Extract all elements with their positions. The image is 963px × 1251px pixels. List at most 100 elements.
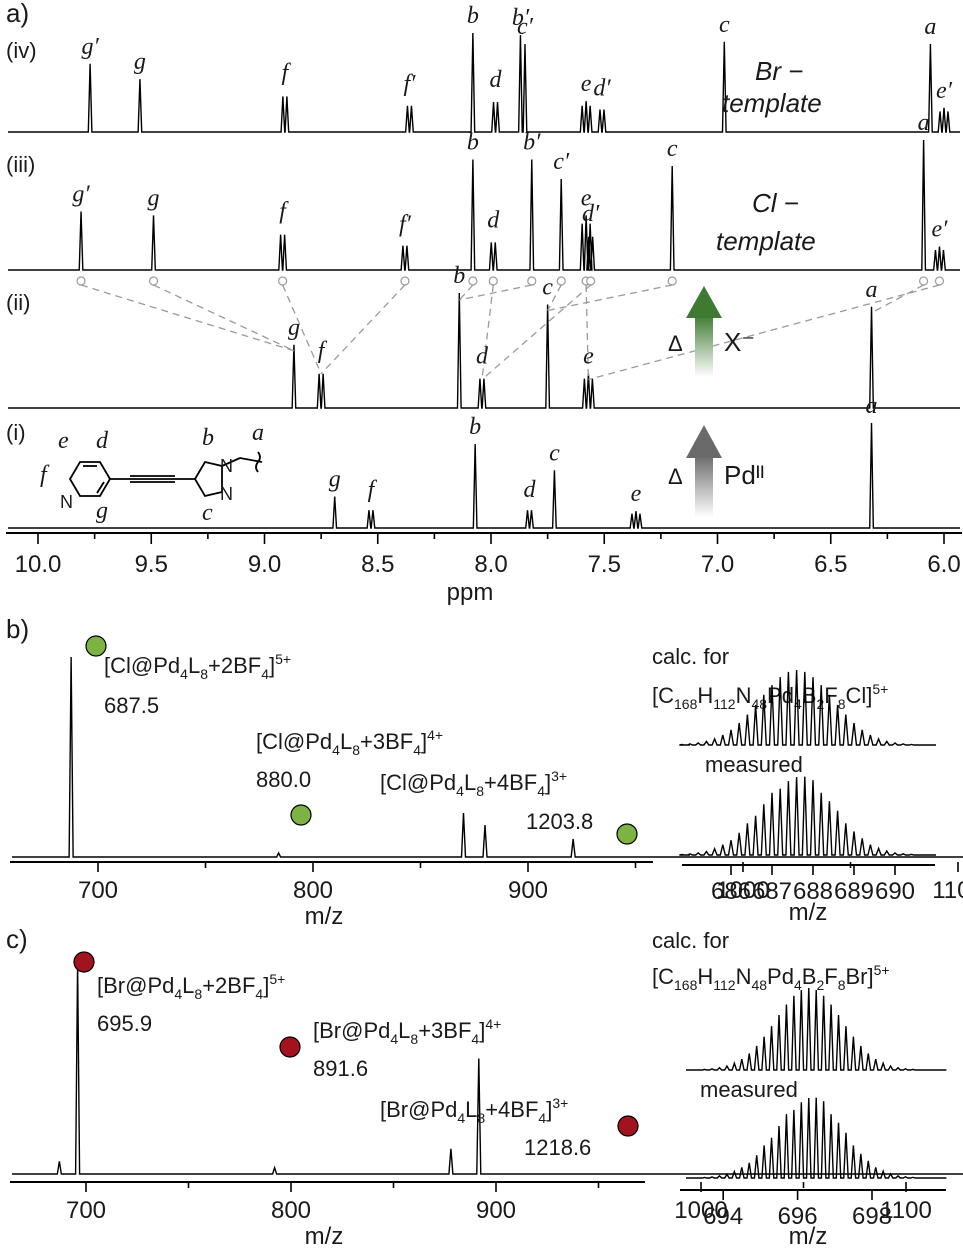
msb-inset-ticks-label-3: 689 <box>834 878 874 905</box>
msc-ticks-label-1: 800 <box>271 1197 311 1224</box>
msc-formula: [C168H112N48Pd4B2F8Br]5+ <box>652 962 890 993</box>
msc-marker-2 <box>279 1036 301 1058</box>
msb-inset-ticks-label-1: 687 <box>752 878 792 905</box>
nmr-peak-label-2-1: f <box>318 338 328 364</box>
nmr-peak-label-1-8: e <box>581 185 592 211</box>
nmr-guide-ring-5 <box>488 276 498 286</box>
ms-b-panel: b) 700800900100011001200 m/z [Cl@Pd4L8+2… <box>6 614 963 930</box>
nmr-guide-line-11 <box>871 284 924 314</box>
nmr-peak-label-1-12: e′ <box>932 217 949 243</box>
nmr-peak-label-0-1: g <box>134 49 146 75</box>
arrow-pd-shaft <box>695 455 713 517</box>
nmr-guide-ring-7 <box>556 276 566 286</box>
nmr-peak-label-0-12: e′ <box>936 78 953 104</box>
nmr-tick-label-8: 6.0 <box>927 551 960 578</box>
msc-inset-measured <box>686 1097 947 1179</box>
cl-template-label-line2: template <box>716 226 816 256</box>
pyridine-ring <box>68 461 112 497</box>
nmr-guide-line-3 <box>320 284 406 375</box>
nmr-guide-line-2 <box>282 284 322 375</box>
msb-ion-1-value: 687.5 <box>104 693 159 718</box>
msb-inset-calc-trace <box>679 669 936 746</box>
msb-ion-1: [Cl@Pd4L8+2BF4]5+ <box>104 651 291 682</box>
msc-inset-ticks-label-2: 698 <box>852 1203 892 1230</box>
nmr-guide-ring-9 <box>586 276 596 286</box>
msc-calc-label: calc. for <box>652 928 729 953</box>
msb-inset-ticks-label-4: 690 <box>875 878 915 905</box>
nmr-peak-label-3-2: b <box>469 414 481 440</box>
msc-inset-ticks-label-0: 694 <box>703 1203 743 1230</box>
msb-inset-measured <box>679 776 936 856</box>
nmr-peak-label-0-6: b′ <box>512 5 530 31</box>
nmr-peak-label-1-7: c′ <box>553 149 570 175</box>
msb-ticks-label-0: 700 <box>78 877 118 904</box>
nmr-tick-label-7: 6.5 <box>814 551 847 578</box>
delta-x-symbol: Δ <box>668 331 683 356</box>
nmr-peak-label-1-9: d′ <box>582 201 600 227</box>
msb-marker-3 <box>616 823 638 845</box>
msb-ion-2: [Cl@Pd4L8+3BF4]4+ <box>256 727 443 758</box>
struct-letter-f: f <box>40 462 50 488</box>
arrow-pd-head <box>686 425 722 458</box>
msb-marker-1 <box>85 635 107 657</box>
msc-inset-axis-title: m/z <box>789 1223 828 1250</box>
msc-ticks-label-3: 1000 <box>674 1197 727 1224</box>
msc-ion-3: [Br@Pd4L8+4BF4]3+ <box>380 1095 568 1126</box>
msc-ion-1: [Br@Pd4L8+2BF4]5+ <box>97 971 285 1002</box>
msc-inset-ticks-label-1: 696 <box>778 1203 818 1230</box>
msb-ion-2-value: 880.0 <box>256 767 311 792</box>
msc-spectrum-trace <box>12 963 963 1175</box>
msc-ion-1-value: 695.9 <box>97 1011 152 1036</box>
nmr-peak-label-2-2: b <box>453 263 465 289</box>
nmr-peak-label-0-9: d′ <box>593 76 611 102</box>
nmr-guide-line-12 <box>588 284 940 381</box>
nmr-tick-label-6: 7.0 <box>701 551 734 578</box>
nmr-guide-line-4 <box>458 284 474 301</box>
arrow-pd-up <box>686 425 722 517</box>
msb-measured-label: measured <box>705 752 803 777</box>
nmr-trace-3 <box>8 422 960 529</box>
nmr-peak-label-0-4: b <box>467 3 479 29</box>
struct-letter-b: b <box>202 425 214 451</box>
ms-c-panel: c) 700800900100011001200 m/z [Br@Pd4L8+2… <box>6 924 963 1250</box>
nmr-peak-label-2-6: a <box>866 277 878 303</box>
msb-ticks-label-1: 800 <box>293 877 333 904</box>
trace-label-iv: (iv) <box>6 38 37 63</box>
nmr-tick-label-4: 8.0 <box>474 551 507 578</box>
nmr-guide-ring-6 <box>527 276 537 286</box>
nmr-spectra <box>8 32 960 529</box>
nmr-peak-label-0-10: c <box>719 12 730 38</box>
struct-letter-n1: N <box>220 456 233 476</box>
struct-letter-n-pyridine: N <box>60 492 73 512</box>
nmr-tick-label-1: 9.5 <box>135 551 168 578</box>
struct-letter-g: g <box>96 498 108 524</box>
nmr-peak-label-3-6: a <box>866 393 878 419</box>
nmr-guide-ring-0 <box>76 276 86 286</box>
br-template-label-line1: Br − <box>755 56 803 86</box>
nmr-peak-label-1-3: f′ <box>399 211 412 237</box>
struct-letter-c: c <box>202 500 213 526</box>
nmr-peak-label-0-8: e <box>581 71 592 97</box>
nmr-peak-label-0-5: d <box>490 67 503 93</box>
nmr-guide-line-7 <box>547 284 562 311</box>
nmr-peak-label-1-1: g <box>148 185 160 211</box>
nmr-guide-line-8 <box>585 284 590 380</box>
msb-inset-ticks-label-0: 686 <box>711 878 751 905</box>
msb-ticks-label-4: 1100 <box>932 877 963 904</box>
nmr-guide-line-1 <box>153 284 295 352</box>
nmr-peak-label-0-0: g′ <box>81 34 99 60</box>
msc-ticks-label-2: 900 <box>476 1197 516 1224</box>
msb-calc-label: calc. for <box>652 644 729 669</box>
delta-pd-symbol: Δ <box>668 464 683 489</box>
nmr-guide-line-5 <box>481 284 494 380</box>
nmr-guide-line-6 <box>459 284 532 301</box>
msb-x-axis-title: m/z <box>305 903 344 930</box>
panel-label-b: b) <box>6 614 29 644</box>
nmr-correlation-lines <box>76 276 945 381</box>
nmr-guide-ring-3 <box>400 276 410 286</box>
br-template-label-line2: template <box>722 88 822 118</box>
nmr-tick-label-0: 10.0 <box>15 551 62 578</box>
